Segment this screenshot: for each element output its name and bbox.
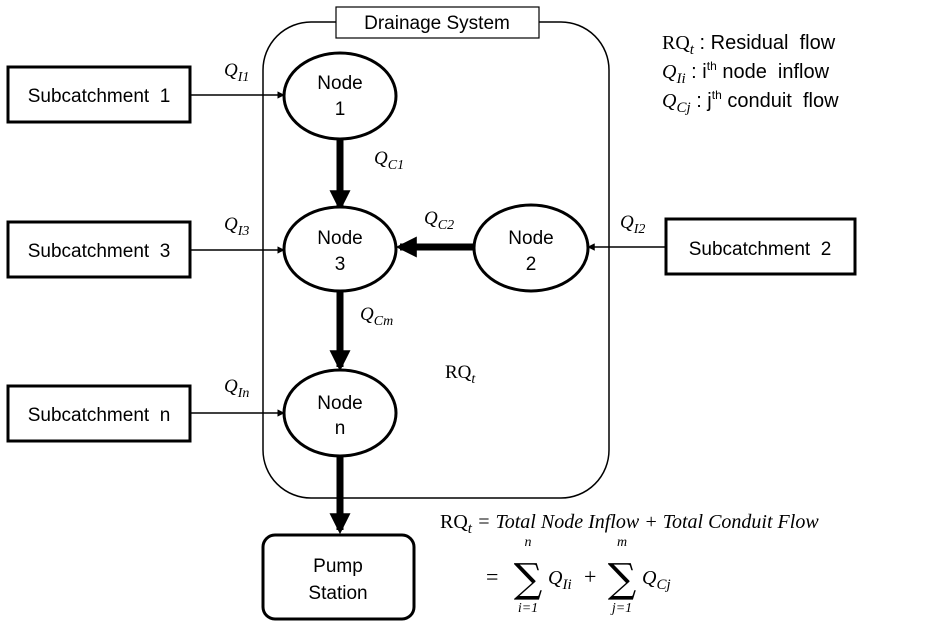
- flow-label-qin: QIn: [224, 376, 249, 401]
- pump-station-line2: Station: [308, 583, 367, 604]
- sum1-sigma: ∑: [514, 556, 543, 602]
- sum1-term: QIi: [548, 567, 572, 593]
- node-n-line1: Node: [317, 393, 362, 414]
- flow-label-qcm: QCm: [360, 304, 393, 329]
- flow-label-qc1: QC1: [374, 148, 404, 173]
- node-n-line2: n: [335, 418, 346, 439]
- node-1-line2: 1: [335, 99, 346, 120]
- subcatchment-2-label: Subcatchment 2: [689, 239, 832, 260]
- equation-plus: +: [584, 564, 596, 589]
- node-1-line1: Node: [317, 73, 362, 94]
- subcatchment-n-label: Subcatchment n: [28, 405, 171, 426]
- sum2-sigma: ∑: [608, 556, 637, 602]
- node-3-line1: Node: [317, 228, 362, 249]
- legend-conduit-flow: QCj : jth conduit flow: [662, 88, 839, 116]
- sum1-upper: n: [525, 535, 532, 550]
- legend-residual-flow: RQt : Residual flow: [662, 32, 836, 58]
- subcatchment-1-label: Subcatchment 1: [28, 86, 171, 107]
- pump-station-line1: Pump: [313, 556, 363, 577]
- flow-label-qc2: QC2: [424, 208, 454, 233]
- legend-node-inflow: QIi : ith node inflow: [662, 59, 830, 87]
- subcatchment-n-box: [6, 384, 192, 443]
- node-n: [282, 368, 398, 458]
- equation-line1: RQt = Total Node Inflow + Total Conduit …: [440, 511, 819, 537]
- flow-label-qi1: QI1: [224, 60, 249, 85]
- sum2-upper: m: [617, 535, 627, 550]
- node-1: [282, 51, 398, 141]
- node-3-line2: 3: [335, 254, 346, 275]
- node-2-line2: 2: [526, 254, 537, 275]
- flow-label-qi3: QI3: [224, 214, 249, 239]
- node-2-line1: Node: [508, 228, 553, 249]
- drainage-system-title: Drainage System: [364, 13, 510, 34]
- subcatchment-3-label: Subcatchment 3: [28, 241, 171, 262]
- pump-station-box: [261, 533, 416, 621]
- sum2-lower: j=1: [610, 601, 632, 616]
- flow-label-rq: RQt: [445, 362, 476, 387]
- sum2-term: QCj: [642, 567, 671, 593]
- drainage-system-title-box: [335, 6, 540, 39]
- node-3: [282, 205, 398, 293]
- sum1-lower: i=1: [518, 601, 538, 616]
- subcatchment-1-box: [6, 65, 192, 124]
- flow-label-qi2: QI2: [620, 212, 645, 237]
- equation-equals: =: [486, 564, 498, 589]
- node-2: [472, 203, 590, 293]
